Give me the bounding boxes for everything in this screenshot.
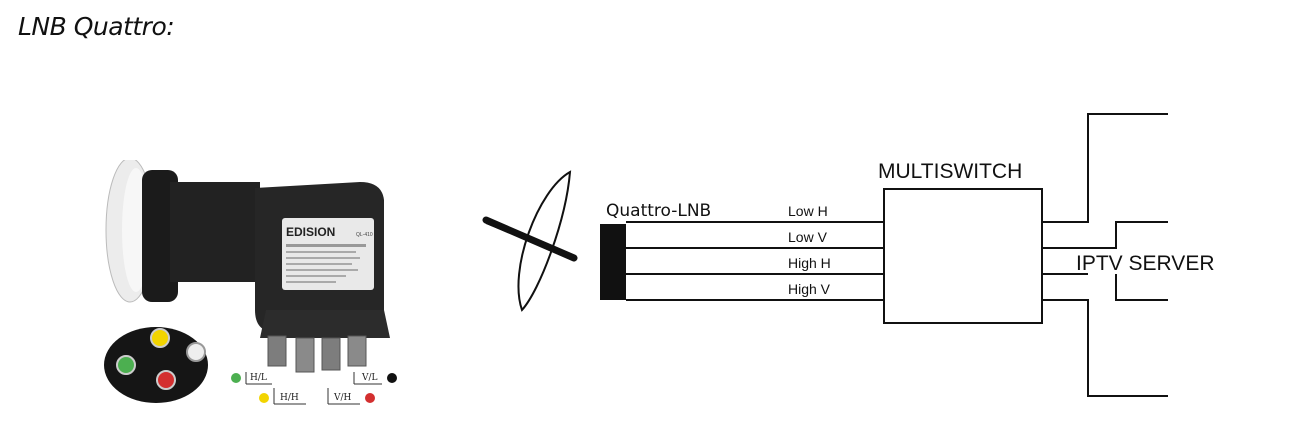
line-label-low-v: Low V	[788, 229, 828, 245]
lnb-label: Quattro-LNB	[606, 201, 711, 221]
multiswitch-label: MULTISWITCH	[878, 160, 1022, 183]
port-dot-vh	[365, 393, 375, 403]
port-dot-hh	[259, 393, 269, 403]
output-line-4	[1115, 274, 1168, 301]
connection-diagram: Quattro-LNB Low H Low V High H High V MU…	[482, 113, 1215, 397]
port-legend: H/L H/H V/L V/H	[231, 372, 397, 405]
output-line-5	[1042, 299, 1168, 397]
multiswitch-box	[883, 188, 1043, 324]
connector-hh	[295, 337, 315, 373]
lnb-block	[600, 224, 626, 300]
color-coded-cap	[104, 327, 208, 403]
line-label-low-h: Low H	[788, 203, 828, 219]
lnb-photo: EDISION QL-410 H/L H/H V/L V/H	[104, 160, 397, 405]
brand-label: EDISION	[286, 225, 335, 239]
connector-hl	[267, 335, 287, 367]
port-label-hl: H/L	[250, 373, 267, 383]
output-line-2	[1042, 221, 1168, 249]
line-label-high-v: High V	[788, 281, 831, 297]
port-label-vh: V/H	[333, 393, 352, 403]
model-label: QL-410	[356, 232, 373, 238]
output-line-1	[1042, 113, 1168, 223]
port-dot-hl	[231, 373, 241, 383]
lnb-label-sticker	[282, 218, 374, 290]
satellite-dish	[482, 170, 578, 312]
page-title: LNB Quattro:	[18, 12, 175, 41]
port-dot-vl	[387, 373, 397, 383]
port-label-vl: V/L	[361, 373, 378, 383]
connector-vl	[347, 335, 367, 367]
feedhorn-collar	[142, 170, 178, 302]
iptv-server-label: IPTV SERVER	[1076, 252, 1215, 275]
port-label-hh: H/H	[280, 393, 299, 403]
connector-vh	[321, 337, 341, 371]
line-label-high-h: High H	[788, 255, 831, 271]
